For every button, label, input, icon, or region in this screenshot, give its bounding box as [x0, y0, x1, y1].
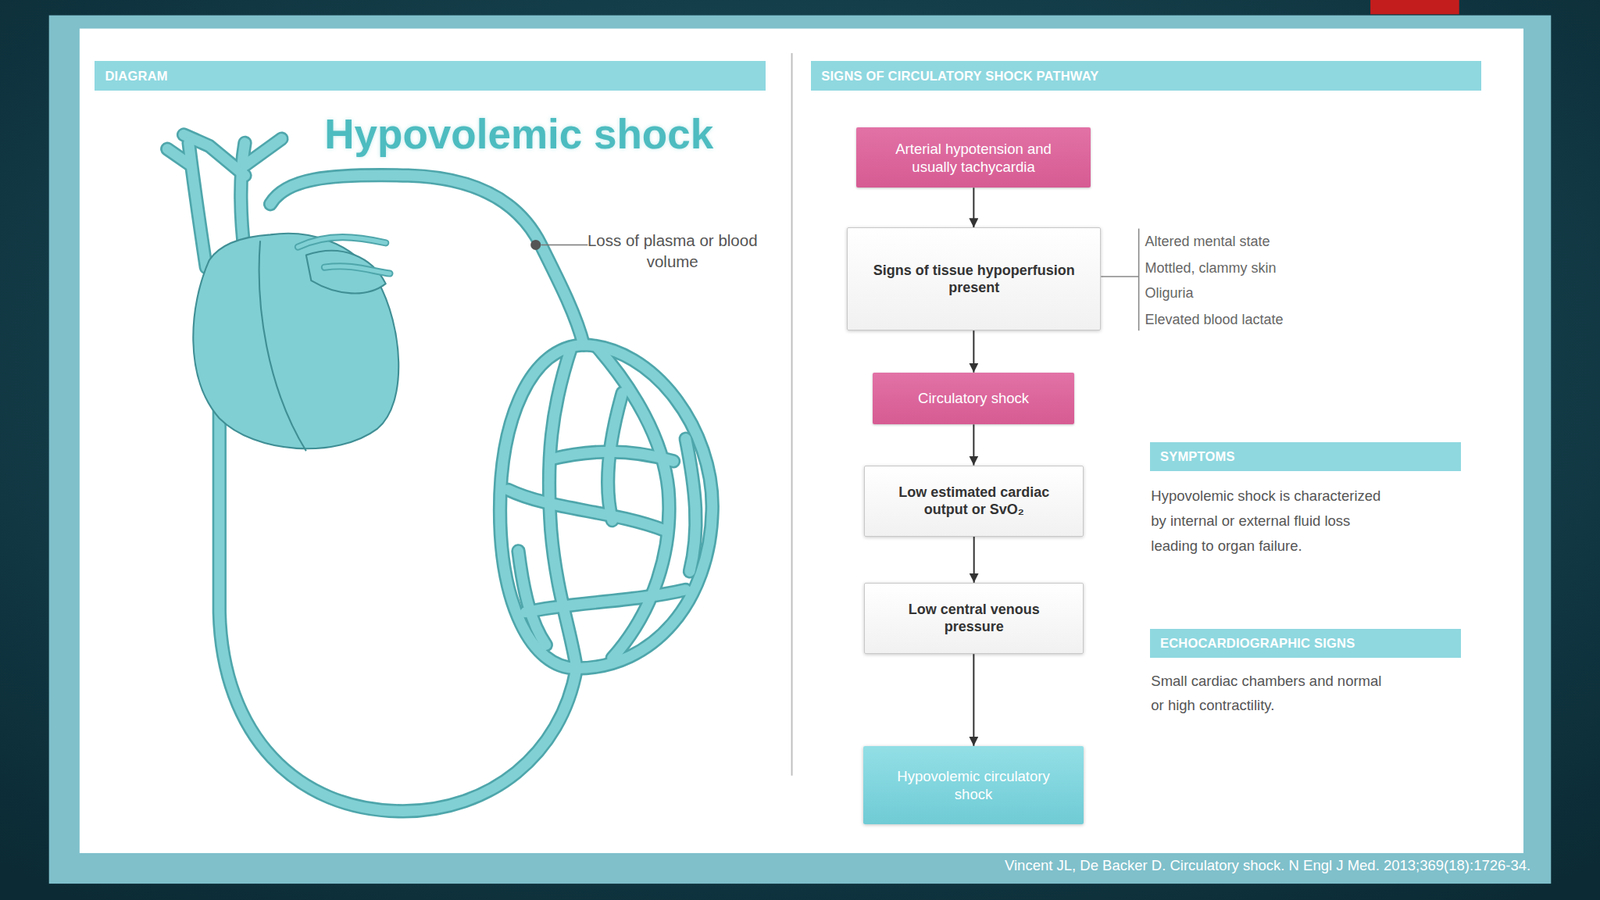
- vena-cava-branch: [167, 149, 191, 166]
- section-header: ECHOCARDIOGRAPHIC SIGNS: [1150, 628, 1461, 659]
- sign-item: Altered mental state: [1144, 232, 1390, 251]
- flow-arrow: [972, 424, 975, 465]
- capillary-vessel: [596, 346, 669, 658]
- status-box: Arterial hypotension and usually tachyca…: [856, 127, 1091, 188]
- symptom-text: Hypovolemic shock is characterized by in…: [1150, 483, 1398, 558]
- node-text: SIGNS OF CIRCULATORY SHOCK PATHWAY: [821, 67, 1099, 85]
- pulmonary-vessel: [324, 266, 390, 274]
- source-caption: Vincent JL, De Backer D. Circulatory sho…: [1004, 857, 1531, 875]
- capillary-vessel: [525, 589, 686, 613]
- heart-body: [192, 233, 399, 449]
- leader-line: [540, 244, 588, 247]
- echo-text: Small cardiac chambers and normal or hig…: [1150, 668, 1398, 719]
- process-box: Signs of tissue hypoperfusion present: [846, 227, 1101, 331]
- node-text: Signs of tissue hypoperfusion present: [871, 261, 1077, 297]
- aorta-branch: [244, 139, 282, 166]
- slide-frame: [49, 15, 1552, 885]
- capillary-bed: [500, 344, 713, 668]
- diagram-title: Hypovolemic shock: [324, 110, 714, 158]
- process-box: Low central venous pressure: [864, 582, 1084, 654]
- section-header: SIGNS OF CIRCULATORY SHOCK PATHWAY: [810, 60, 1482, 91]
- callout-dot: [530, 239, 541, 250]
- flow-arrow: [973, 536, 975, 583]
- node-text: Circulatory shock: [917, 389, 1029, 408]
- capillary-vessel: [525, 589, 686, 613]
- node-text: Low estimated cardiac output or SvO₂: [888, 483, 1060, 519]
- corner-tab: [1370, 0, 1460, 15]
- capillary-vessel: [518, 550, 547, 645]
- capillary-vessel: [507, 489, 665, 531]
- flow-arrow: [972, 653, 975, 747]
- capillary-bed: [500, 344, 713, 668]
- pulmonary-vessel: [297, 237, 386, 247]
- flow-arrow: [972, 187, 975, 228]
- capillary-vessel: [507, 489, 665, 531]
- bracket-line: [1138, 228, 1140, 332]
- aorta-branch: [244, 139, 282, 166]
- node-text: DIAGRAM: [104, 67, 168, 85]
- vein-vessel: [219, 397, 577, 811]
- capillary-vessel: [685, 439, 697, 572]
- process-box: Low estimated cardiac output or SvO₂: [864, 465, 1084, 537]
- section-header: DIAGRAM: [94, 60, 765, 91]
- slide-panel: [79, 28, 1524, 854]
- sign-item: Mottled, clammy skin: [1144, 259, 1390, 278]
- pulmonary-vessel: [297, 237, 386, 247]
- sign-item: Oliguria: [1144, 284, 1390, 303]
- capillary-vessel: [596, 346, 669, 658]
- node-text: SYMPTOMS: [1160, 448, 1236, 465]
- capillary-vessel: [685, 439, 697, 572]
- bracket-stem: [1100, 275, 1139, 278]
- section-header: SYMPTOMS: [1150, 442, 1461, 472]
- status-box: Circulatory shock: [872, 372, 1075, 425]
- vein-vessel: [219, 397, 577, 811]
- flow-arrow: [972, 330, 975, 373]
- capillary-vessel: [607, 392, 622, 521]
- column-divider: [791, 53, 793, 776]
- sign-item: Elevated blood lactate: [1144, 310, 1390, 329]
- outcome-box: Hypovolemic circulatory shock: [863, 746, 1084, 825]
- heart-septum: [259, 240, 307, 451]
- node-text: Arterial hypotension and usually tachyca…: [878, 139, 1069, 176]
- node-text: ECHOCARDIOGRAPHIC SIGNS: [1160, 635, 1355, 652]
- pulmonary-vessel: [324, 266, 390, 274]
- node-text: Hypovolemic circulatory shock: [894, 767, 1053, 804]
- callout-label: Loss of plasma or blood volume: [585, 230, 760, 272]
- node-text: Low central venous pressure: [888, 600, 1060, 636]
